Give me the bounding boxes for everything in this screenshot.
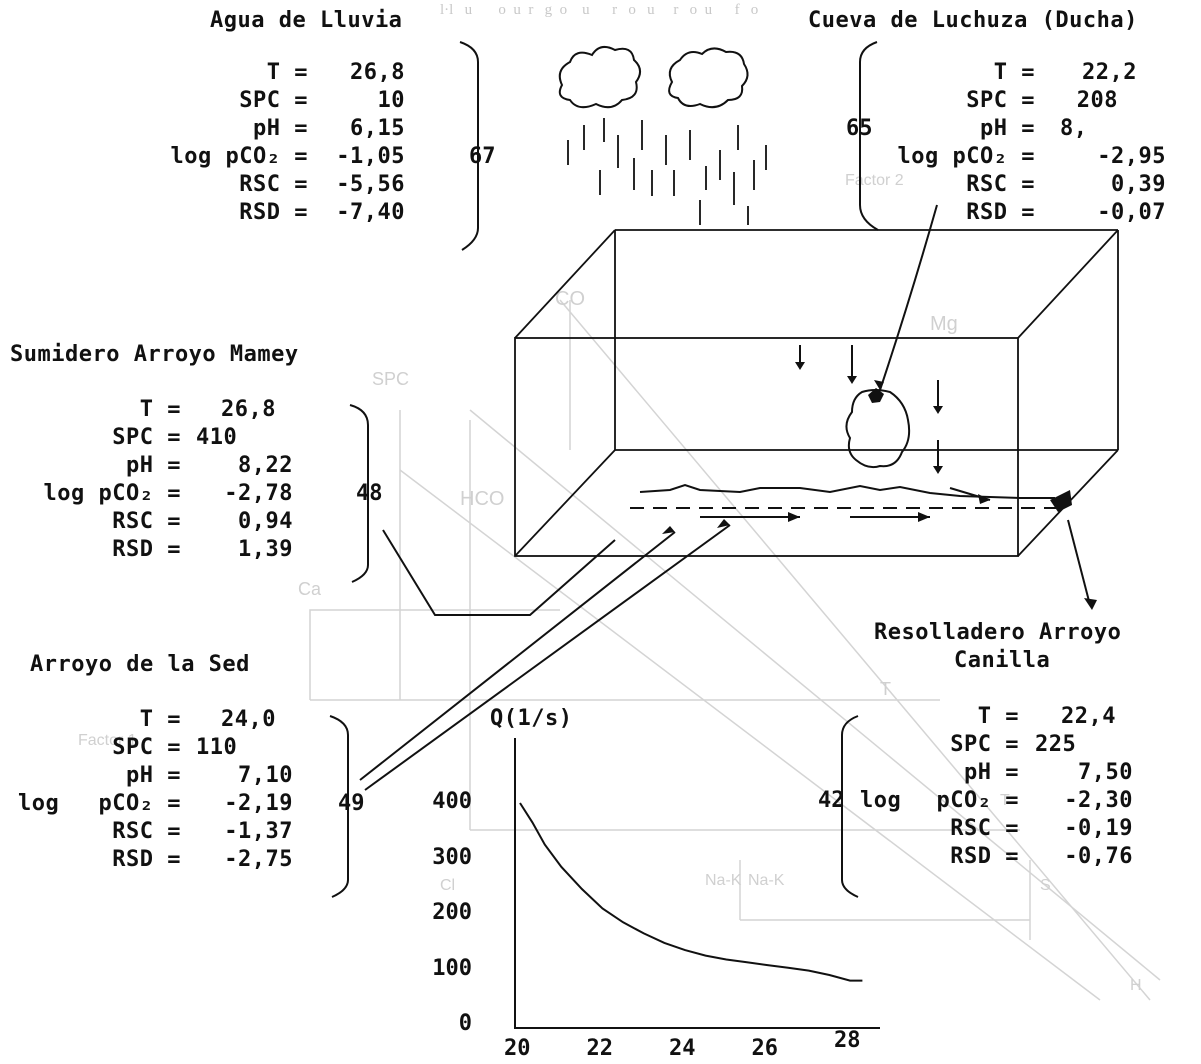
label-spc: SPC = [966,88,1035,114]
label-logpco2: log pCO₂ = [898,144,1035,170]
value-t: 24,0 [221,707,276,733]
value-rsd: -7,40 [336,200,405,226]
value-ph: 8, [1060,116,1088,142]
label-pco2: pCO₂ = [937,788,1019,814]
value-rsd: -0,07 [1097,200,1166,226]
stream-surface [640,485,1055,498]
heading-resolladero-2: Canilla [954,648,1050,673]
label-rsd: RSD = [950,844,1019,870]
sample-number: 65 [846,116,873,141]
y-tick-label: 0 [459,1011,472,1036]
y-tick-label: 300 [432,845,472,870]
value-spc: 225 [1035,732,1076,758]
value-spc: 208 [1077,88,1118,114]
arrow-resolladero [1068,520,1090,605]
value-t: 22,4 [1061,704,1116,730]
label-pco2: pCO₂ = [99,791,181,817]
value-rsc: 0,94 [238,509,293,535]
heading-agua-de-lluvia: Agua de Lluvia [210,8,402,33]
sample-number: 67 [469,144,496,169]
value-t: 26,8 [350,60,405,86]
value-ph: 7,10 [238,763,293,789]
label-rsd: RSD = [112,537,181,563]
value-pco2: -2,30 [1064,788,1133,814]
y-tick-label: 200 [432,900,472,925]
arrow-sed-2 [365,525,730,790]
arrow-cueva [880,205,937,390]
value-rsc: -5,56 [336,172,405,198]
label-t: T = [267,60,308,86]
cloud-2 [669,48,747,107]
value-ph: 8,22 [238,453,293,479]
heading-sumidero-arroyo-mamey: Sumidero Arroyo Mamey [10,342,299,367]
heading-resolladero-1: Resolladero Arroyo [874,620,1121,645]
x-tick-label: 28 [834,1028,861,1053]
label-spc: SPC = [112,735,181,761]
label-log: log [18,791,59,817]
label-spc: SPC = [112,425,181,451]
value-rsc: -0,19 [1064,816,1133,842]
x-tick-label: 26 [752,1036,779,1061]
value-rsc: 0,39 [1111,172,1166,198]
label-rsc: RSC = [239,172,308,198]
value-spc: 110 [196,735,237,761]
value-t: 26,8 [221,397,276,423]
hydrograph-axes [515,738,880,1028]
value-t: 22,2 [1082,60,1137,86]
label-rsd: RSD = [966,200,1035,226]
label-t: T = [140,707,181,733]
value-rsd: 1,39 [238,537,293,563]
y-tick-label: 100 [432,956,472,981]
label-rsc: RSC = [112,509,181,535]
label-spc: SPC = [239,88,308,114]
label-rsd: RSD = [112,847,181,873]
sample-number: 48 [356,481,383,506]
heading-cueva-de-luchuza: Cueva de Luchuza (Ducha) [808,8,1138,33]
label-log: log [860,788,901,814]
label-rsd: RSD = [239,200,308,226]
value-pco2: -2,95 [1097,144,1166,170]
x-tick-label: 20 [504,1036,531,1061]
label-ph: pH = [126,763,181,789]
value-rsd: -0,76 [1064,844,1133,870]
sample-number: 49 [338,791,365,816]
rain [568,118,766,225]
label-rsc: RSC = [966,172,1035,198]
x-tick-label: 22 [587,1036,614,1061]
label-logpco2: log pCO₂ = [44,481,181,507]
discharge-curve [520,803,862,981]
value-spc: 410 [196,425,237,451]
label-t: T = [994,60,1035,86]
label-t: T = [978,704,1019,730]
value-ph: 7,50 [1078,760,1133,786]
value-rsd: -2,75 [224,847,293,873]
label-t: T = [140,397,181,423]
value-ph: 6,15 [350,116,405,142]
x-tick-label: 24 [669,1036,696,1061]
cloud-1 [560,47,640,107]
label-ph: pH = [253,116,308,142]
label-spc: SPC = [950,732,1019,758]
label-rsc: RSC = [112,819,181,845]
value-rsc: -1,37 [224,819,293,845]
value-spc: 10 [378,88,406,114]
label-logpco2: log pCO₂ = [171,144,308,170]
label-ph: pH = [964,760,1019,786]
y-tick-label: 400 [432,789,472,814]
value-pco2: -2,19 [224,791,293,817]
value-pco2: -1,05 [336,144,405,170]
connector-sumidero [383,530,615,615]
hydrograph-ylabel: Q(1/s) [490,706,572,731]
label-rsc: RSC = [950,816,1019,842]
value-pco2: -2,78 [224,481,293,507]
sample-number: 42 [818,788,845,813]
hydrograph [515,738,880,1028]
label-ph: pH = [126,453,181,479]
label-ph: pH = [980,116,1035,142]
heading-arroyo-de-la-sed: Arroyo de la Sed [30,652,250,677]
